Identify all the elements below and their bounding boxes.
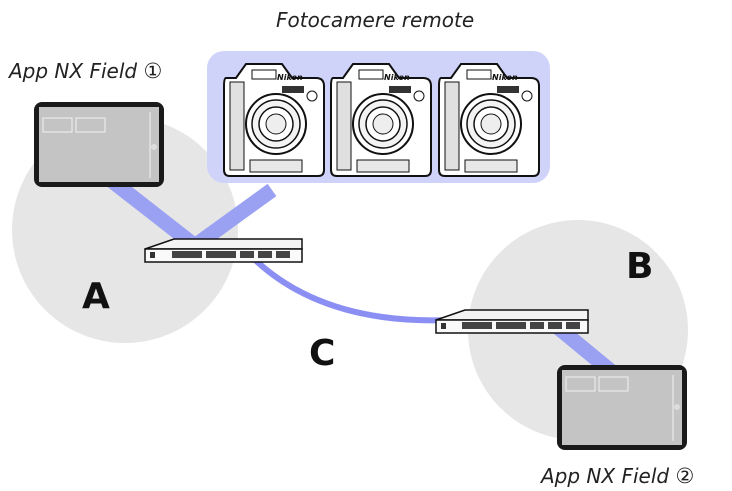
remote-camera-3-icon — [438, 63, 540, 177]
zone-a-label: A — [82, 276, 110, 317]
tablet-1-icon — [34, 102, 164, 187]
remote-cameras-label: Fotocamere remote — [276, 8, 475, 32]
link-switch-switch — [247, 252, 451, 324]
app-nx-field-1-name: App NX Field — [9, 59, 138, 83]
link-cameras-switch — [191, 183, 277, 252]
camera-1-brand-label: Nikon — [277, 73, 303, 82]
remote-camera-1-icon — [223, 63, 325, 177]
app-nx-field-2-label: App NX Field ② — [541, 464, 694, 488]
remote-camera-2-icon — [330, 63, 432, 177]
app-nx-field-2-mark: ② — [675, 464, 695, 488]
network-switch-2-icon — [435, 309, 589, 334]
network-switch-1-icon — [144, 238, 303, 263]
app-nx-field-1-mark: ① — [143, 59, 163, 83]
tablet-2-icon — [557, 365, 687, 450]
zone-c-label: C — [309, 333, 336, 374]
app-nx-field-2-name: App NX Field — [541, 464, 670, 488]
camera-2-brand-label: Nikon — [384, 73, 410, 82]
app-nx-field-1-label: App NX Field ① — [9, 59, 162, 83]
camera-3-brand-label: Nikon — [492, 73, 518, 82]
zone-b-label: B — [626, 246, 654, 287]
